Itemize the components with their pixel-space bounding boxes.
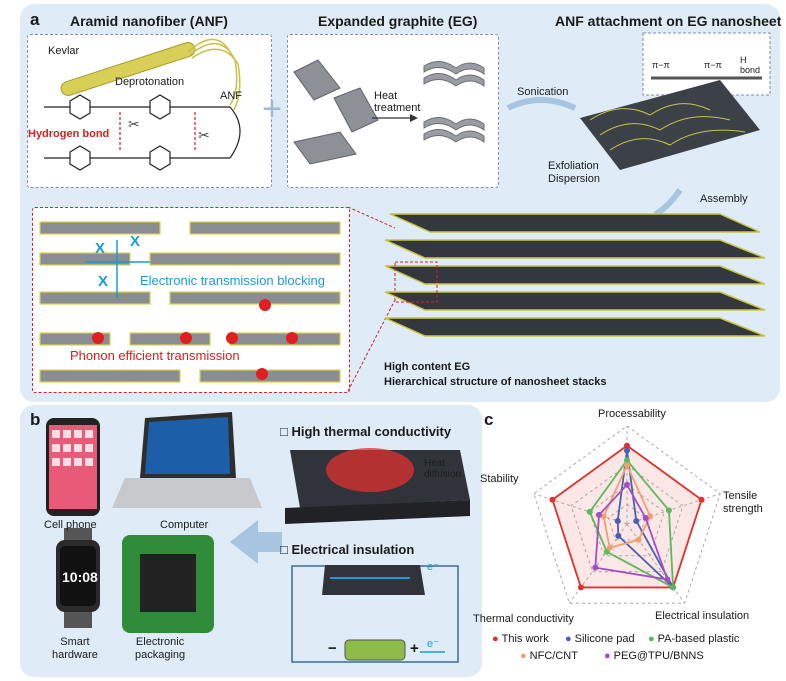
x-mark-2: X: [130, 233, 141, 250]
high-content-label: High content EG: [384, 361, 471, 373]
plus-sign: +: [262, 90, 282, 128]
legend-marker: ●: [604, 650, 611, 662]
hierarchical-label: Hierarchical structure of nanosheet stac…: [384, 376, 607, 388]
eg-title: Expanded graphite (EG): [318, 13, 478, 29]
legend-marker: ●: [565, 633, 572, 645]
panel-b-letter: b: [30, 410, 41, 429]
x-mark-3: X: [98, 273, 109, 290]
axis-electrical: Electrical insulation: [655, 610, 750, 622]
legend-marker: ●: [492, 633, 499, 645]
legend-item: ●This work: [492, 633, 549, 645]
legend-item: ●PEG@TPU/BNNS: [604, 650, 704, 662]
pi-pi-2: π−π: [704, 60, 722, 70]
high-thermal-label: □ High thermal conductivity: [280, 424, 452, 439]
sonication-label: Sonication: [517, 86, 569, 98]
exfoliation-label: Exfoliation Dispersion: [548, 160, 600, 185]
deprotonation-label: Deprotonation: [115, 76, 185, 88]
panel-c-letter: c: [484, 410, 494, 429]
blocking-label: Electronic transmission blocking: [140, 273, 325, 288]
anf-title: Aramid nanofiber (ANF): [70, 13, 228, 29]
legend-label: PEG@TPU/BNNS: [613, 650, 704, 662]
panel-a-letter: a: [30, 10, 40, 29]
legend-label: Silicone pad: [574, 633, 635, 645]
x-mark-1: X: [95, 240, 106, 257]
legend-item: ●NFC/CNT: [520, 650, 578, 662]
pi-pi-1: π−π: [652, 60, 670, 70]
anf-box: [27, 34, 272, 188]
electrical-insulation-text: Electrical insulation: [291, 542, 415, 557]
attach-title: ANF attachment on EG nanosheet: [555, 13, 782, 29]
battery-plus: +: [410, 640, 419, 657]
legend-item: ●PA-based plastic: [648, 633, 739, 645]
legend-label: PA-based plastic: [657, 633, 740, 645]
battery-minus: −: [328, 640, 337, 657]
electron-2: e⁻: [427, 638, 439, 650]
heat-diffusion-label: Heat diffusion: [424, 458, 462, 480]
computer-label: Computer: [160, 519, 209, 531]
legend-label: This work: [501, 633, 549, 645]
smart-hardware-label: Smart hardware: [52, 636, 98, 661]
legend-label: NFC/CNT: [529, 650, 578, 662]
transmission-box: [32, 207, 350, 393]
electron-1: e⁻: [427, 561, 439, 573]
legend-marker: ●: [648, 633, 655, 645]
high-thermal-text: High thermal conductivity: [291, 424, 452, 439]
anf-label: ANF: [220, 90, 242, 102]
electrical-insulation-label: □ Electrical insulation: [280, 542, 415, 557]
kevlar-label: Kevlar: [48, 45, 80, 57]
legend-marker: ●: [520, 650, 527, 662]
axis-thermal: Thermal conductivity: [473, 613, 574, 625]
h-bond-label: H bond: [740, 55, 761, 75]
heat-treatment-label: Heat treatment: [374, 90, 421, 114]
axis-processability: Processability: [598, 408, 666, 420]
phonon-label: Phonon efficient transmission: [70, 348, 240, 363]
legend-item: ●Silicone pad: [565, 633, 635, 645]
electronic-packaging-label: Electronic packaging: [135, 636, 186, 661]
cell-phone-label: Cell phone: [44, 519, 97, 531]
axis-stability: Stability: [480, 473, 519, 485]
assembly-label: Assembly: [700, 193, 748, 205]
watch-time: 10:08: [62, 569, 98, 585]
hydrogen-bond-label: Hydrogen bond: [28, 128, 110, 140]
